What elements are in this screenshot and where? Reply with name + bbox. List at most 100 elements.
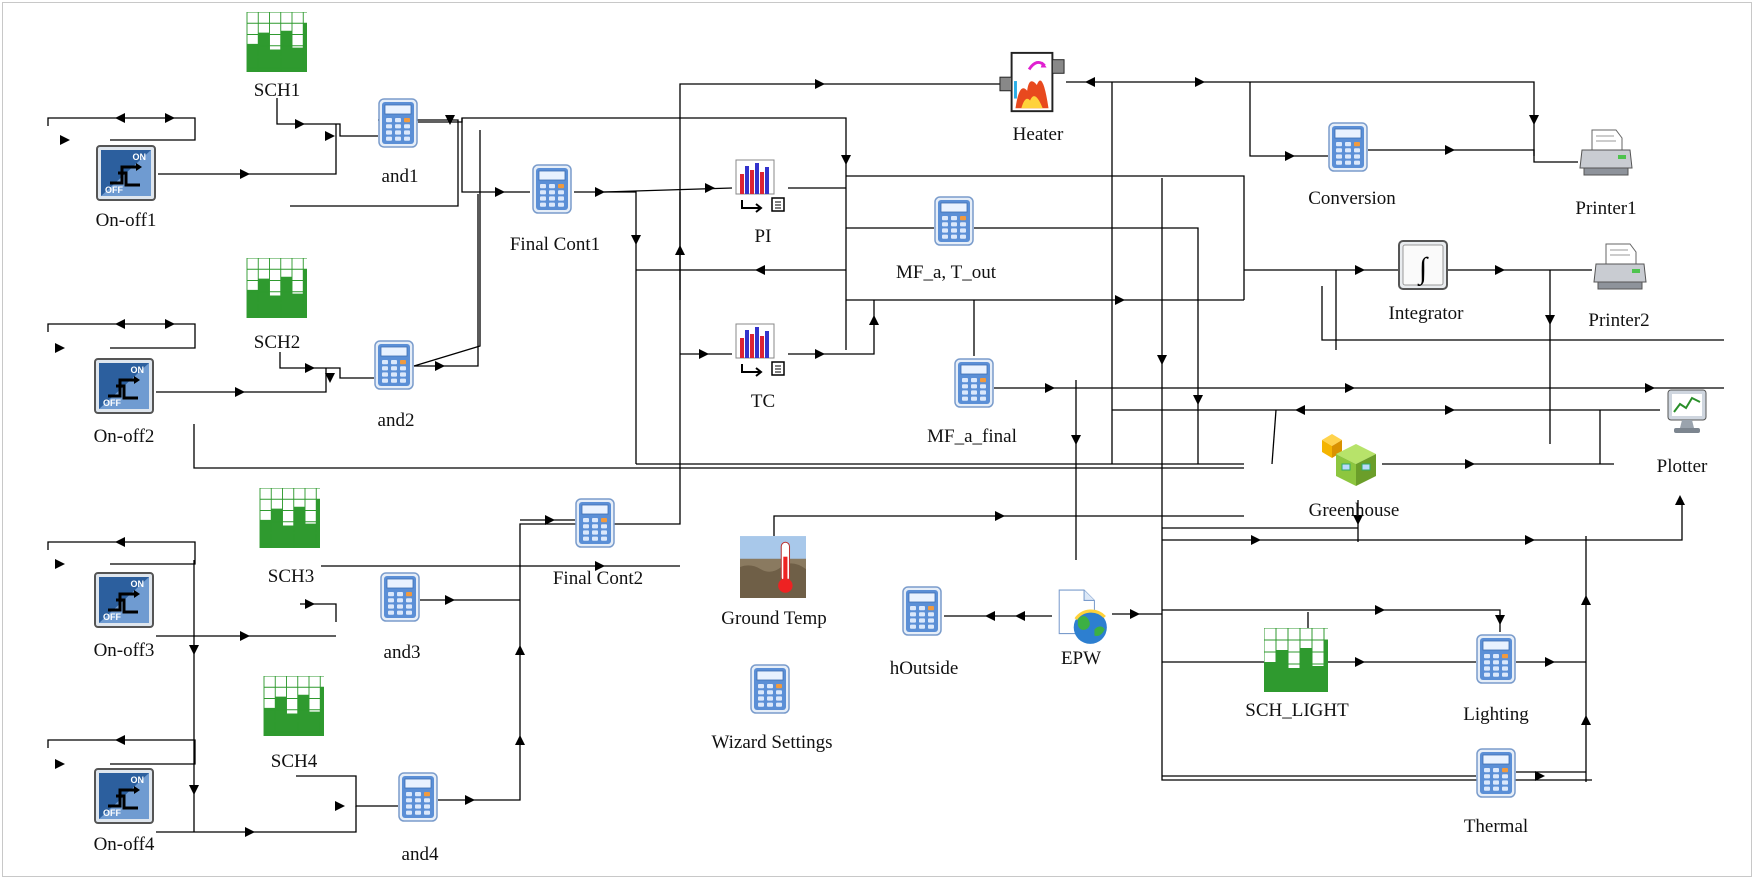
wire — [156, 806, 357, 833]
component-sch1[interactable] — [246, 11, 308, 72]
wire-arrowhead — [841, 155, 851, 165]
wire-arrowhead — [465, 795, 475, 805]
component-epw[interactable] — [1052, 588, 1112, 646]
component-onoff3[interactable]: ON OFF — [94, 572, 154, 628]
on-off-switch-icon: ON OFF — [94, 768, 154, 828]
component-integrator[interactable]: ∫ — [1398, 240, 1448, 290]
wire-arrowhead — [115, 319, 125, 329]
component-label-onoff1: On-off1 — [95, 210, 157, 231]
calculator-icon — [902, 586, 942, 642]
component-onoff1[interactable]: ON OFF — [96, 145, 156, 201]
wire-arrowhead — [235, 387, 245, 397]
wire — [1271, 409, 1277, 465]
wire-arrowhead — [115, 735, 125, 745]
calculator-icon — [380, 572, 420, 628]
wire — [1249, 82, 1328, 157]
wire-arrowhead — [325, 373, 335, 383]
wire — [47, 117, 196, 141]
component-wizard-settings[interactable] — [750, 662, 790, 716]
component-thermal[interactable] — [1476, 746, 1516, 800]
wire-arrowhead — [55, 759, 65, 769]
wire — [1162, 500, 1683, 541]
wire-arrowhead — [1355, 265, 1365, 275]
component-and1[interactable] — [378, 96, 418, 150]
component-finalcont2[interactable] — [575, 496, 615, 550]
wire-arrowhead — [1085, 77, 1095, 87]
wire-arrowhead — [295, 119, 305, 129]
wire-arrowhead — [755, 265, 765, 275]
wire — [418, 117, 847, 350]
schedule-chart-icon — [246, 257, 308, 322]
component-heater[interactable] — [998, 48, 1066, 118]
component-onoff2[interactable]: ON OFF — [94, 358, 154, 414]
component-sch2[interactable] — [246, 257, 308, 318]
wire-arrowhead — [815, 79, 825, 89]
component-label-finalcont1: Final Cont1 — [509, 234, 601, 255]
wire-arrowhead — [305, 599, 315, 609]
wire-arrowhead — [1375, 605, 1385, 615]
wire-arrowhead — [1115, 295, 1125, 305]
component-mf-a-final[interactable] — [954, 356, 994, 410]
wire — [1161, 178, 1592, 781]
component-and4[interactable] — [398, 770, 438, 824]
wire-arrowhead — [815, 349, 825, 359]
component-label-sch3: SCH3 — [267, 566, 315, 587]
wire-arrowhead — [1193, 395, 1203, 405]
component-and3[interactable] — [380, 570, 420, 624]
wire-arrowhead — [1071, 435, 1081, 445]
component-printer1[interactable] — [1578, 128, 1634, 178]
controller-chart-icon — [732, 323, 788, 382]
wire-arrowhead — [445, 595, 455, 605]
wire — [679, 83, 1000, 464]
wire-arrowhead — [1445, 405, 1455, 415]
wire-arrowhead — [305, 363, 315, 373]
component-plotter[interactable] — [1662, 388, 1712, 438]
component-greenhouse[interactable] — [1318, 428, 1382, 488]
calculator-icon — [575, 498, 615, 554]
component-onoff4[interactable]: ON OFF — [94, 768, 154, 824]
wire-arrowhead — [245, 827, 255, 837]
wire-arrowhead — [705, 183, 715, 193]
component-sch-light[interactable] — [1263, 627, 1328, 692]
wire-arrowhead — [595, 187, 605, 197]
component-finalcont1[interactable] — [532, 162, 572, 216]
wire — [1066, 81, 1535, 156]
component-label-tc: TC — [750, 391, 776, 412]
wire-arrowhead — [1157, 355, 1167, 365]
component-conversion[interactable] — [1328, 120, 1368, 174]
wire — [47, 739, 196, 765]
component-sch3[interactable] — [259, 487, 321, 548]
component-houtside[interactable] — [902, 584, 942, 638]
wire — [1368, 149, 1578, 163]
wire-arrowhead — [995, 511, 1005, 521]
integrator-icon: ∫ — [1398, 240, 1448, 294]
component-label-and3: and3 — [383, 642, 421, 663]
component-lighting[interactable] — [1476, 632, 1516, 686]
wire-arrowhead — [1295, 405, 1305, 415]
component-label-greenhouse: Greenhouse — [1308, 500, 1400, 521]
wire — [296, 775, 398, 807]
component-pi[interactable] — [732, 158, 788, 214]
wire — [574, 191, 637, 464]
wire-arrowhead — [1353, 515, 1363, 525]
component-printer2[interactable] — [1592, 242, 1648, 292]
component-label-and4: and4 — [401, 844, 439, 865]
wire-arrowhead — [445, 115, 455, 125]
component-sch4[interactable] — [263, 675, 325, 736]
wire-arrowhead — [1195, 77, 1205, 87]
heater-flame-icon — [998, 51, 1066, 122]
wire-arrowhead — [1045, 383, 1055, 393]
wire — [276, 98, 378, 137]
component-tc[interactable] — [732, 322, 788, 378]
wire-arrowhead — [515, 645, 525, 655]
printer-icon — [1592, 243, 1648, 296]
wire-arrowhead — [1355, 657, 1365, 667]
wire — [1321, 286, 1724, 341]
calculator-icon — [532, 164, 572, 220]
wire-arrowhead — [595, 561, 605, 571]
component-and2[interactable] — [374, 338, 414, 392]
wire-arrowhead — [1130, 609, 1140, 619]
wire-arrowhead — [1545, 657, 1555, 667]
component-ground-temp[interactable] — [740, 536, 806, 598]
component-mf-a-t-out[interactable] — [934, 194, 974, 248]
